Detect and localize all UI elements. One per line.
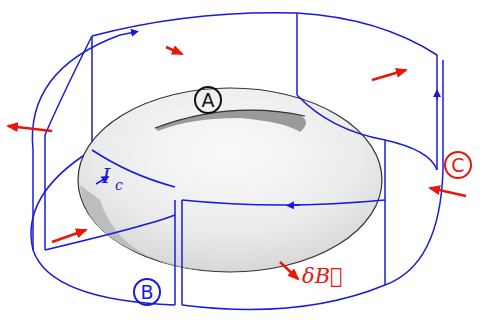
callout-letter: C [444, 151, 472, 179]
current-loop-front [32, 32, 443, 310]
torus [78, 88, 382, 272]
callout-letter: A [194, 86, 222, 114]
current-subscript: c [115, 178, 123, 192]
current-symbol: I [102, 166, 110, 187]
field-arrows [8, 47, 466, 279]
field-label: δB⃗ [302, 266, 343, 287]
callout-letter: B [133, 278, 161, 306]
torus-hole [155, 110, 306, 132]
